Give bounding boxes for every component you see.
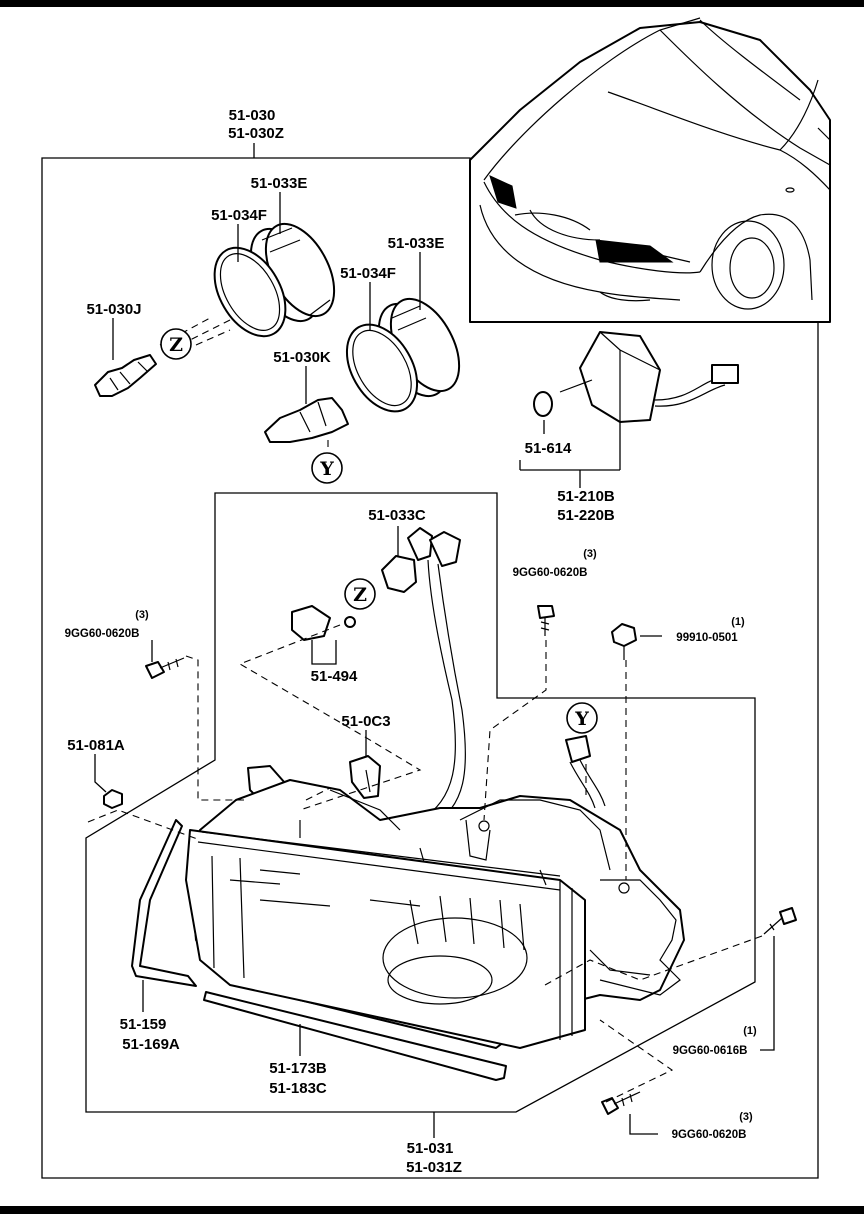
label-socket-494: 51-494 <box>311 668 358 685</box>
label-bolt-left-qty: (3) <box>135 609 149 621</box>
label-trim-1: 51-159 <box>120 1016 167 1033</box>
bolt-right-icon <box>763 907 797 935</box>
nut-081a-icon <box>103 789 123 809</box>
label-strip-2: 51-183C <box>269 1080 327 1097</box>
side-trim-strip <box>131 819 197 987</box>
label-socket-c: 51-033C <box>368 507 426 524</box>
label-clip-code: 99910-0501 <box>676 632 738 644</box>
label-assy-bottom-2: 51-031Z <box>406 1159 462 1176</box>
label-trim-2: 51-169A <box>122 1036 180 1053</box>
bulb-h1-icon <box>94 354 157 397</box>
label-clip-qty: (1) <box>731 616 745 628</box>
label-part-0c3: 51-0C3 <box>341 713 390 730</box>
seal-ring-lower <box>345 323 419 413</box>
label-bolt-right-code: 9GG60-0616B <box>673 1045 748 1057</box>
connector-y-icon <box>565 735 606 809</box>
label-seal-upper: 51-034F <box>211 207 267 224</box>
callout-z-lower: Z <box>344 578 376 610</box>
bulb-h3-icon <box>264 397 349 443</box>
bolt-left-icon <box>145 657 185 679</box>
label-bolt-mid-code: 9GG60-0620B <box>513 567 588 579</box>
top-rule <box>0 0 864 7</box>
label-assy-top-1: 51-030 <box>229 107 276 124</box>
headlamp-housing <box>185 765 685 1049</box>
label-nut-081a: 51-081A <box>67 737 125 754</box>
inner-assembly-boundary <box>85 492 756 1113</box>
label-assy-top-2: 51-030Z <box>228 125 284 142</box>
label-bulb-j: 51-030J <box>86 301 141 318</box>
car-illustration <box>469 17 831 323</box>
label-bulb-k: 51-030K <box>273 349 331 366</box>
callout-y-upper: Y <box>311 452 343 484</box>
svg-text:Z: Z <box>353 584 367 606</box>
lower-garnish-strip <box>203 991 507 1081</box>
label-strip-1: 51-173B <box>269 1060 327 1077</box>
label-leveler-1: 51-210B <box>557 488 615 505</box>
callout-z-upper: Z <box>160 328 192 360</box>
seal-ring-upper <box>213 246 287 338</box>
label-bolt-mid-qty: (3) <box>583 548 597 560</box>
label-bolt-bottom-qty: (3) <box>739 1111 753 1123</box>
label-leveler-2: 51-220B <box>557 507 615 524</box>
label-bolt-left-code: 9GG60-0620B <box>65 628 140 640</box>
svg-text:Y: Y <box>319 458 334 480</box>
leader-lines <box>94 143 775 1138</box>
clip-nut-icon <box>611 623 637 660</box>
dashed-alignment-lines <box>87 317 763 1103</box>
label-oring: 51-614 <box>525 440 572 457</box>
label-seal-lower: 51-034F <box>340 265 396 282</box>
bottom-rule <box>0 1206 864 1214</box>
label-ring-lower: 51-033E <box>388 235 445 252</box>
leveling-actuator <box>559 331 739 423</box>
label-ring-upper: 51-033E <box>251 175 308 192</box>
bulb-socket-494 <box>291 605 356 641</box>
label-bolt-right-qty: (1) <box>743 1025 757 1037</box>
label-assy-bottom-1: 51-031 <box>407 1140 454 1157</box>
o-ring <box>533 391 553 417</box>
callout-y-lower: Y <box>566 702 598 734</box>
connector-0c3-icon <box>349 755 381 799</box>
label-bolt-bottom-code: 9GG60-0620B <box>672 1129 747 1141</box>
bolt-mid-icon <box>537 605 555 636</box>
svg-text:Z: Z <box>169 334 183 356</box>
bulb-socket-harness <box>381 527 467 839</box>
svg-text:Y: Y <box>574 708 589 730</box>
